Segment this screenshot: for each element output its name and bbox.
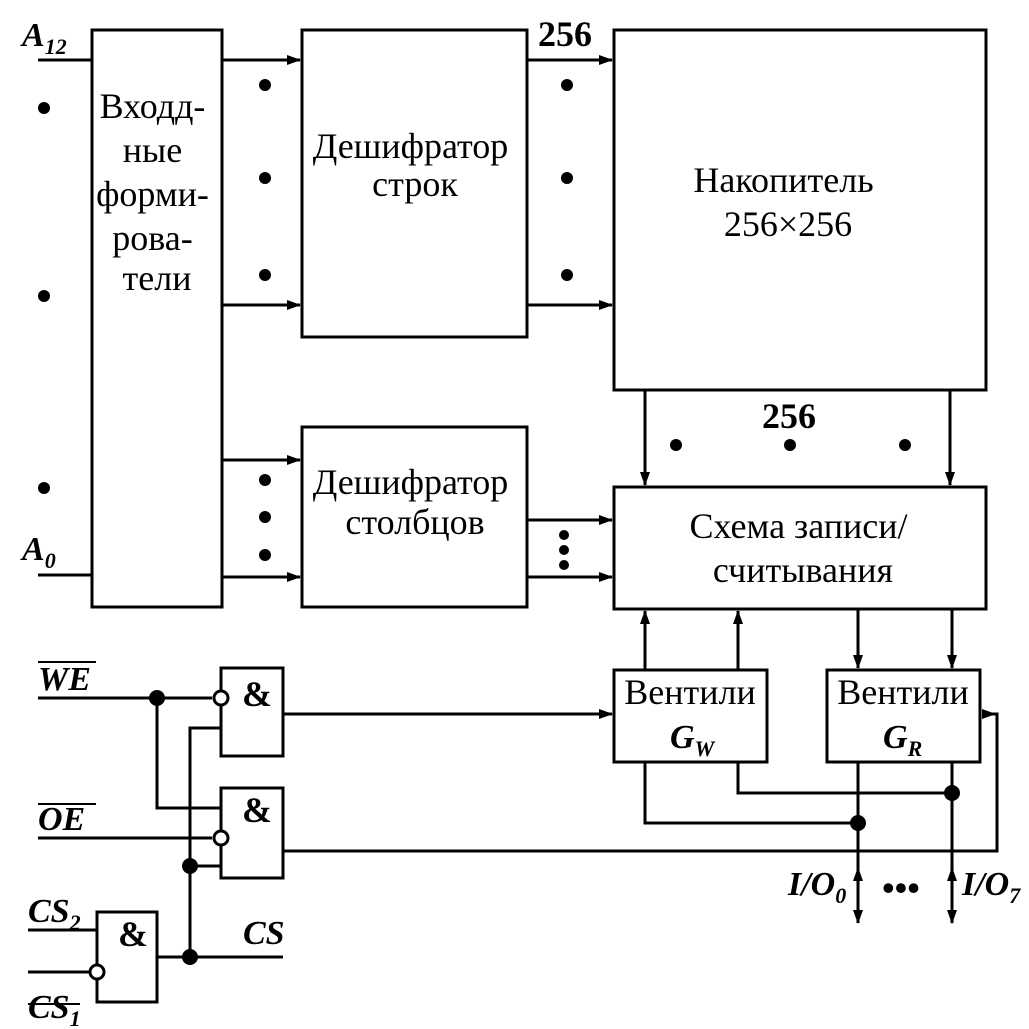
and-gate-cs: & [88, 910, 159, 1004]
row-decoder-label: Дешифратор строк [313, 126, 518, 204]
gate-gw-title: Вентили [624, 672, 755, 712]
storage-to-rw: 256 [640, 390, 955, 486]
row-decoder-block: Дешифратор строк [300, 28, 529, 339]
input-drivers-label: Входд- ные форми- рова- тели [96, 86, 218, 298]
input-drivers-block: Входд- ные форми- рова- тели [90, 28, 224, 609]
svg-text:&: & [242, 674, 272, 714]
column-decoder-block: Дешифратор столбцов [300, 425, 529, 609]
gate-gr-title: Вентили [837, 672, 968, 712]
a12-label: A12 [20, 17, 67, 59]
col-decoder-to-rw [527, 515, 613, 582]
storage-label: Накопитель 256×256 [693, 160, 882, 244]
cs2-label: CS2 [28, 893, 81, 935]
address-inputs: A12 A0 [20, 17, 92, 577]
and-gate-we: & [212, 666, 285, 758]
oe-label: OE [38, 801, 85, 838]
we-input: WE [38, 661, 221, 810]
we-label: WE [38, 661, 91, 698]
inverter-bubble [212, 829, 230, 847]
oe-input: OE [38, 801, 212, 840]
svg-text:&: & [118, 914, 148, 954]
column-decoder-label: Дешифратор столбцов [313, 462, 518, 542]
inverter-bubble [212, 689, 230, 707]
bus-width-label: 256 [762, 396, 816, 436]
svg-text:&: & [242, 790, 272, 830]
ellipsis-dot [38, 482, 50, 494]
gate-gw-symbol: GW [670, 719, 716, 761]
row-decoder-to-storage: 256 [527, 14, 613, 310]
a0-label: A0 [20, 531, 56, 573]
drivers-to-row-decoder [222, 55, 301, 310]
gate-gr-symbol: GR [883, 719, 922, 761]
io7-label: I/O7 [961, 866, 1021, 908]
rw-circuit-block: Схема записи/ считывания [612, 485, 988, 611]
ellipsis-dot [38, 290, 50, 302]
gate-gr-block: Вентили GR [825, 668, 982, 764]
and-gate-oe: & [212, 786, 285, 880]
bus-width-label: 256 [538, 14, 592, 54]
gate-gw-block: Вентили GW [612, 668, 769, 764]
io-ellipsis: ••• [882, 868, 920, 908]
ellipsis-dot [38, 102, 50, 114]
cs-inputs: CS2 CS1 [28, 893, 97, 1029]
gate-io-wiring: I/O0 ••• I/O7 [643, 762, 1021, 924]
storage-block: Накопитель 256×256 [612, 28, 988, 392]
io0-label: I/O0 [787, 866, 846, 908]
cs1-label: CS1 [28, 989, 81, 1029]
junction-dot [182, 858, 198, 874]
drivers-to-col-decoder [222, 455, 301, 582]
cs-wiring: CS [157, 726, 285, 965]
gates-to-rw-connections [640, 609, 957, 670]
cs-label: CS [243, 915, 285, 952]
rw-circuit-label: Схема записи/ считывания [689, 506, 916, 590]
inverter-bubble [88, 963, 106, 981]
